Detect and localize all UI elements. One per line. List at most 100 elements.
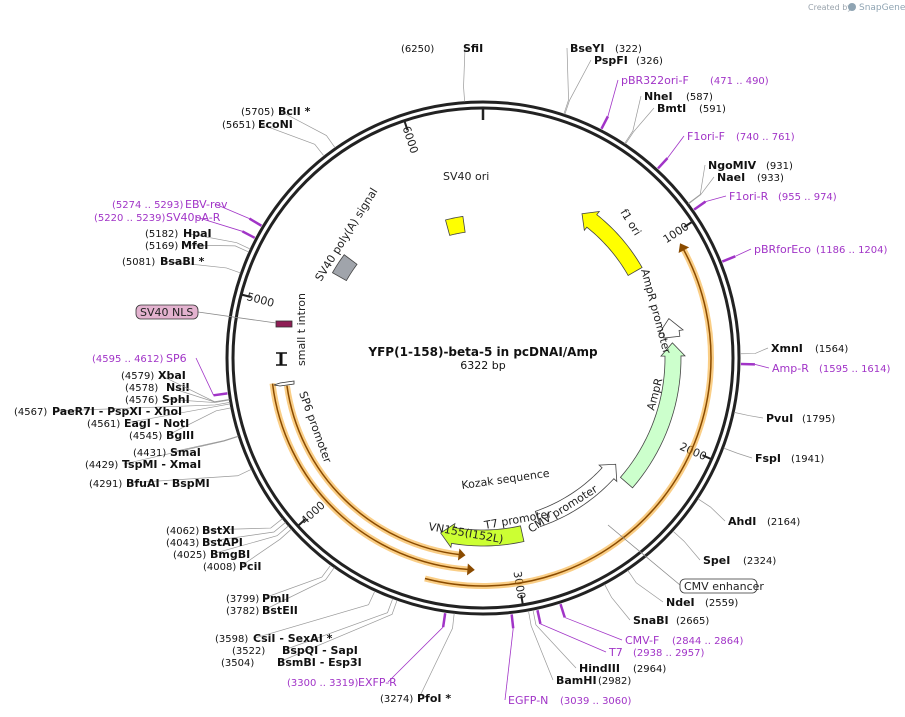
cmv-enhancer-label: CMV enhancer [684,580,764,593]
site-name-ahdi: AhdI [728,515,756,528]
primer-leader-f1ori-r [705,195,727,202]
site-pos-smai: (4431) [133,448,166,459]
site-leader-xmni [739,347,769,355]
site-pos-naei: (933) [757,173,784,184]
site-leader-bsabi [161,260,241,274]
feature-cmv-promoter [534,463,618,527]
orf-line-0 [424,248,712,587]
primer-name-egfp-n: EGFP-N [508,694,548,707]
label-sv40-ori: SV40 ori [443,170,489,183]
site-pos-nsii: (4578) [125,383,158,394]
site-leader-pspfi [564,59,592,115]
primer-mark-ebv-rev [248,217,263,227]
site-pos-nhei: (587) [686,92,713,103]
primer-leader-pbr322ori-f [607,79,619,117]
primer-leader-amp-r [754,363,770,369]
site-leader-ahdi [697,498,726,522]
plasmid-length: 6322 bp [460,359,505,372]
site-name-sfii: SfiI [463,42,483,55]
primer-range-exfp-r: (3300 .. 3319) [287,678,359,689]
site-leader-snabi [604,584,631,621]
orf-head-2 [457,548,466,561]
primer-mark-f1ori-r [693,200,707,211]
site-name-bsabi: BsaBI * [160,255,205,268]
primer-range-pbr322ori-f: (471 .. 490) [710,76,769,87]
site-leader-paer7i-pspxi-xhoi [53,402,230,412]
site-layer: SfiI(6250)BseYI(322)PspFI(326)NheI(587)B… [14,42,848,705]
primer-leader-egfp-n [504,628,514,701]
site-name-xbai: XbaI [158,369,186,382]
primer-name-amp-r: Amp-R [772,362,809,375]
site-leader-sphi [163,398,230,403]
primer-range-egfp-n: (3039 .. 3060) [560,696,632,707]
primer-mark-egfp-n [510,614,515,629]
site-name-smai: SmaI [170,446,201,459]
site-leader-bamhi [528,610,554,681]
orf-band-1 [269,383,469,573]
site-leader-pvui [734,412,764,419]
credit-prefix: Created by [808,3,852,12]
site-name-bmgbi: BmgBI [210,548,250,561]
site-name-paer7i-pspxi-xhoi: PaeR7I - PspXI - XhoI [52,405,182,418]
site-pos-spei: (2324) [743,556,776,567]
site-leader-bglii [167,407,231,436]
site-leader-mfei [182,244,249,253]
site-name-hpai: HpaI [183,227,212,240]
orf-head-1 [466,563,475,576]
label-kozak: Kozak sequence [461,467,551,492]
site-pos-pfoi: (3274) [380,694,413,705]
site-pos-ahdi: (2164) [767,517,800,528]
site-leader-spei [672,530,701,561]
primer-mark-f1ori-f [657,157,669,170]
primer-range-pbrforeco: (1186 .. 1204) [816,245,888,256]
tick-5000 [240,293,252,298]
site-leader-xbai [159,374,230,403]
plasmid-name: YFP(1-158)-beta-5 in pcDNAI/Amp [367,345,598,359]
feature-sv40-poly-a-signal [331,254,358,282]
primer-leader-t7 [540,623,607,653]
site-leader-pcii [240,528,292,567]
site-name-pvui: PvuI [766,412,793,425]
site-name-eagi-noti: EagI - NotI [124,417,189,430]
site-pos-bmgbi: (4025) [173,550,206,561]
site-pos-hpai: (5182) [145,229,178,240]
primer-leader-cmv-f [564,617,623,641]
tick-1000 [683,220,694,228]
site-pos-bspqi-sapi: (3522) [232,646,265,657]
site-name-csii-sexai: CsiI - SexAI * [253,632,333,645]
site-name-snabi: SnaBI [633,614,669,627]
site-pos-pmli: (3799) [226,594,259,605]
primer-leader-f1ori-f [667,135,685,159]
site-pos-snabi: (2665) [676,616,709,627]
snapgene-logo-icon [848,3,856,11]
primer-mark-sv40pa-r [241,230,256,239]
primer-range-sv40pa-r: (5220 .. 5239) [94,213,166,224]
primer-name-ebv-rev: EBV-rev [185,198,228,211]
site-name-pmli: PmlI [262,592,289,605]
site-leader-fspi [723,447,753,459]
site-pos-tspmi-xmai: (4429) [85,460,118,471]
cmv-enhancer-tag: CMV enhancer [607,524,764,594]
primer-name-f1ori-r: F1ori-R [729,190,769,203]
site-name-spei: SpeI [703,554,730,567]
primer-leader-pbrforeco [735,248,752,257]
site-pos-bseyi: (322) [615,44,642,55]
primer-mark-cmv-f [559,603,566,618]
site-leader-bmgbi [211,525,289,555]
site-pos-xbai: (4579) [121,371,154,382]
site-pos-bfuai-bspmi: (4291) [89,479,122,490]
primer-name-pbr322ori-f: pBR322ori-F [621,74,689,87]
site-name-econi: EcoNI [258,118,293,131]
site-pos-bstapi: (4043) [166,538,199,549]
site-leader-bstapi [203,522,286,543]
site-leader-bsteii [263,567,335,611]
site-pos-sfii: (6250) [401,44,434,55]
site-leader-econi [259,123,325,157]
site-name-pspfi: PspFI [594,54,628,67]
site-leader-nhei [624,95,642,144]
site-pos-csii-sexai: (3598) [215,634,248,645]
site-name-bsmbi-esp3i: BsmBI - Esp3I [277,656,362,669]
primer-leader-ebv-rev [214,203,250,219]
site-pos-pcii: (4008) [203,562,236,573]
